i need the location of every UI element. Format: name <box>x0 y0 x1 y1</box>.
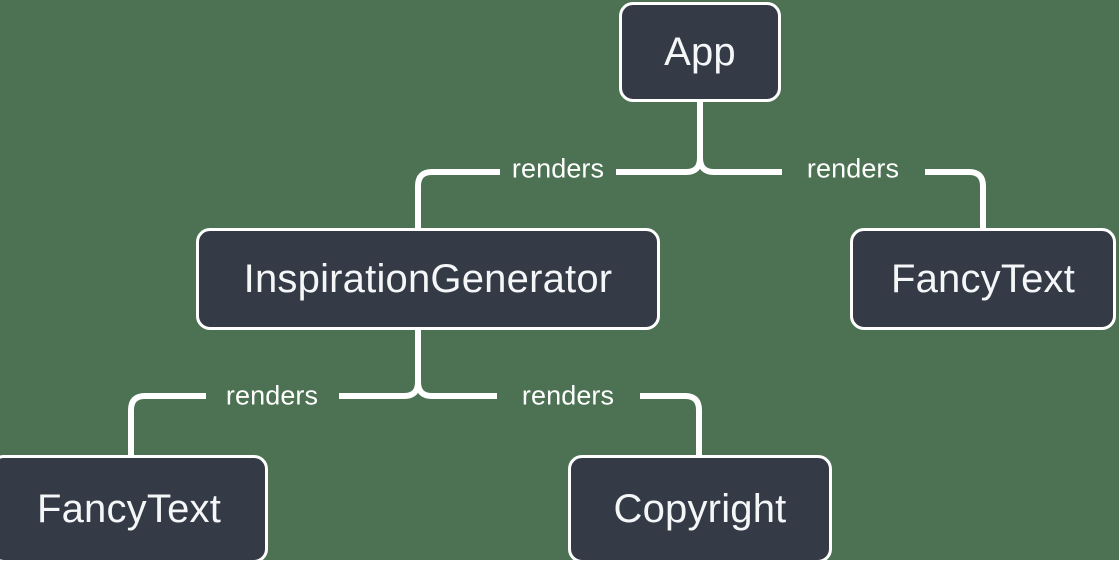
edge-label-inspiration-generator-to-copyright: renders <box>521 380 615 411</box>
node-app[interactable]: App <box>619 2 781 102</box>
node-fancytext-right[interactable]: FancyText <box>850 228 1116 330</box>
node-copyright-label: Copyright <box>613 487 787 531</box>
connector-inspirationgenerator-trunk-mirror <box>403 381 421 399</box>
connector-inspirationgenerator-to-copyright-right-run <box>640 393 702 455</box>
edge-label-app-to-fancytext-right: renders <box>806 153 900 184</box>
connector-app-to-fancytext-right-run <box>925 169 986 228</box>
edge-label-inspiration-generator-to-fancytext-bottom: renders <box>225 380 319 411</box>
node-copyright[interactable]: Copyright <box>568 455 832 563</box>
node-inspiration-generator[interactable]: InspirationGenerator <box>196 228 660 330</box>
node-fancytext-bottom[interactable]: FancyText <box>0 455 268 563</box>
edge-label-app-to-inspiration-generator: renders <box>511 153 605 184</box>
connector-app-to-inspirationgenerator-left-run <box>415 169 500 228</box>
node-fancytext-bottom-label: FancyText <box>36 487 222 531</box>
node-inspiration-generator-label: InspirationGenerator <box>243 257 613 301</box>
connector-inspirationgenerator-to-fancytext-left-run <box>128 393 206 455</box>
connector-app-trunk-mirror <box>685 157 703 175</box>
node-app-label: App <box>664 30 736 74</box>
node-fancytext-right-label: FancyText <box>890 257 1076 301</box>
